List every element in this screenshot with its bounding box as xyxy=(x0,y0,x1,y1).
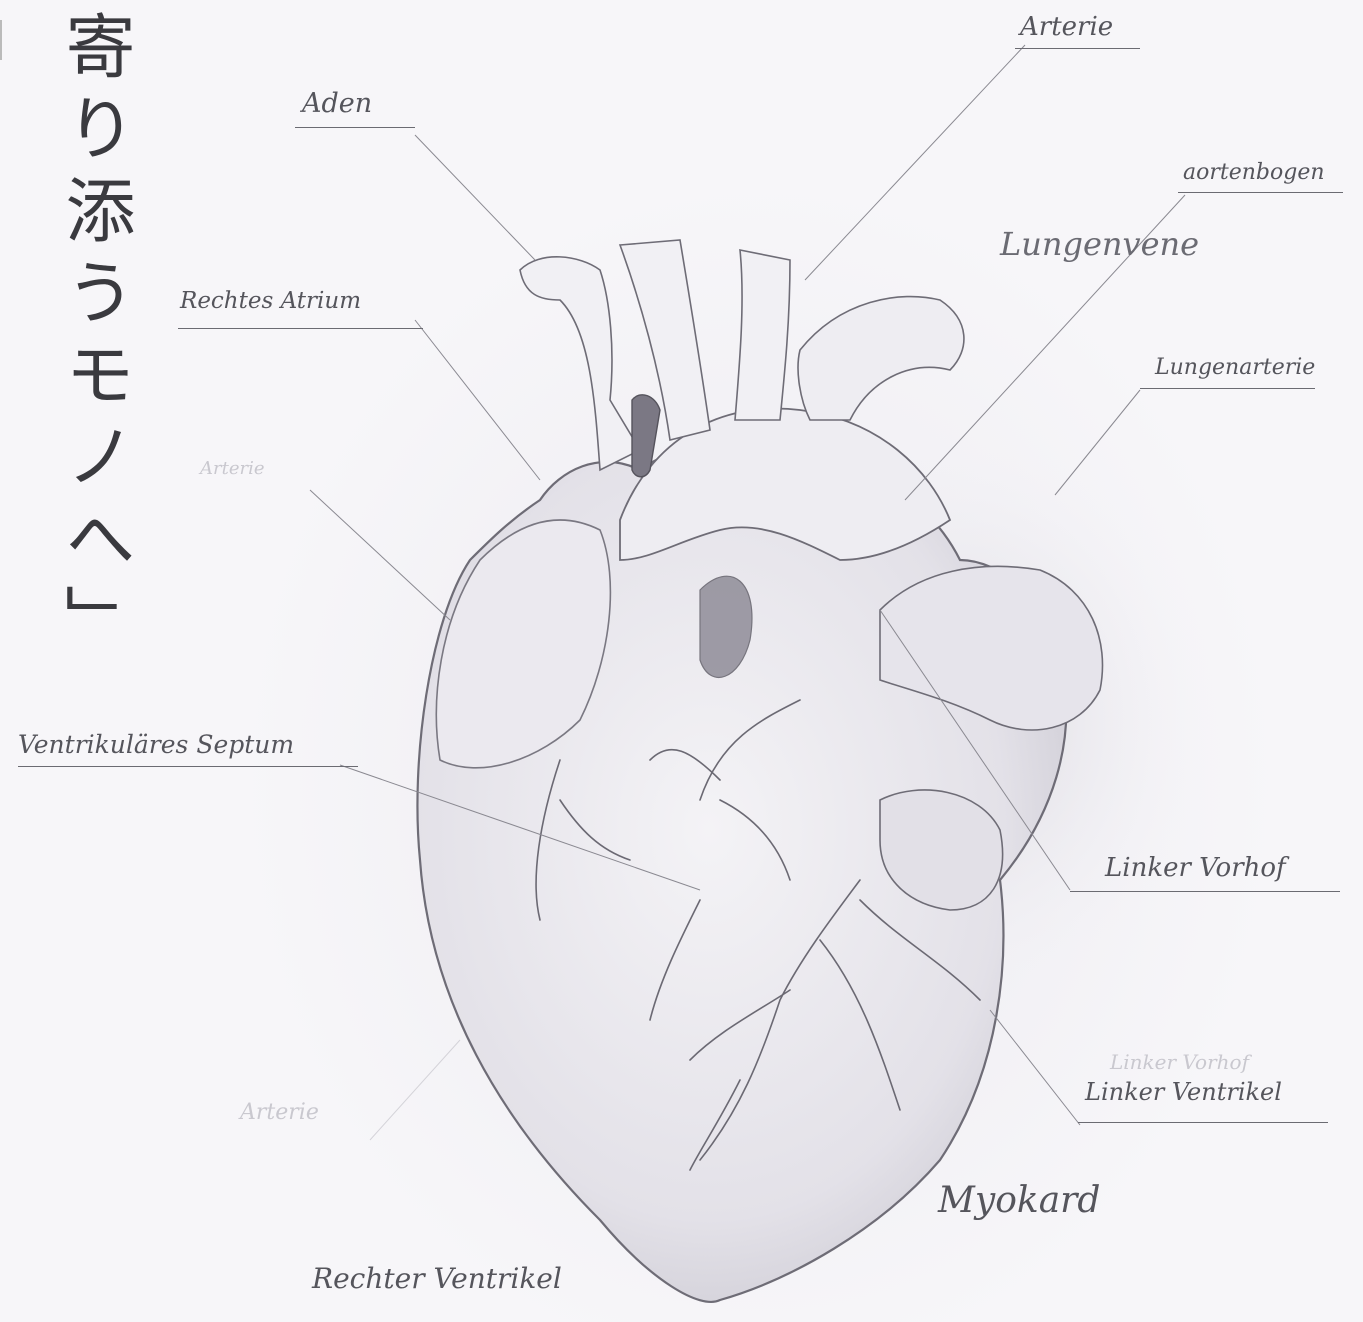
label-rechtes-atrium: Rechtes Atrium xyxy=(180,288,361,314)
label-faint-left: Arterie xyxy=(200,458,265,479)
rule-aden xyxy=(295,127,415,128)
label-lungenvene: Lungenvene xyxy=(1000,225,1199,263)
vessel-3 xyxy=(735,250,790,420)
rule-arterie-top xyxy=(1015,48,1140,49)
label-ventrikulares-septum: Ventrikuläres Septum xyxy=(18,730,294,759)
label-linker-ventrikel: Linker Ventrikel xyxy=(1085,1078,1282,1106)
rule-linker-vorhof xyxy=(1070,891,1340,892)
rule-aortenbogen xyxy=(1178,192,1343,193)
label-aortenbogen: aortenbogen xyxy=(1183,160,1325,185)
rule-rechtes-atrium xyxy=(178,328,423,329)
rule-lungenarterie xyxy=(1140,388,1315,389)
rule-linker-ventrikel xyxy=(1078,1122,1328,1123)
label-rechter-ventrikel: Rechter Ventrikel xyxy=(312,1262,562,1295)
label-faint-arterie-bottom: Arterie xyxy=(240,1100,319,1125)
label-linker-vorhof: Linker Vorhof xyxy=(1105,853,1286,883)
label-aden: Aden xyxy=(302,88,372,119)
label-myokard: Myokard xyxy=(938,1180,1100,1221)
rule-ventrikulares-septum xyxy=(18,766,358,767)
label-arterie-top: Arterie xyxy=(1020,12,1113,42)
label-lungenarterie: Lungenarterie xyxy=(1155,355,1315,380)
vessel-1 xyxy=(520,257,640,470)
pulmonary-vein-right xyxy=(798,297,964,420)
label-faint-linker-vorhof: Linker Vorhof xyxy=(1110,1050,1249,1074)
